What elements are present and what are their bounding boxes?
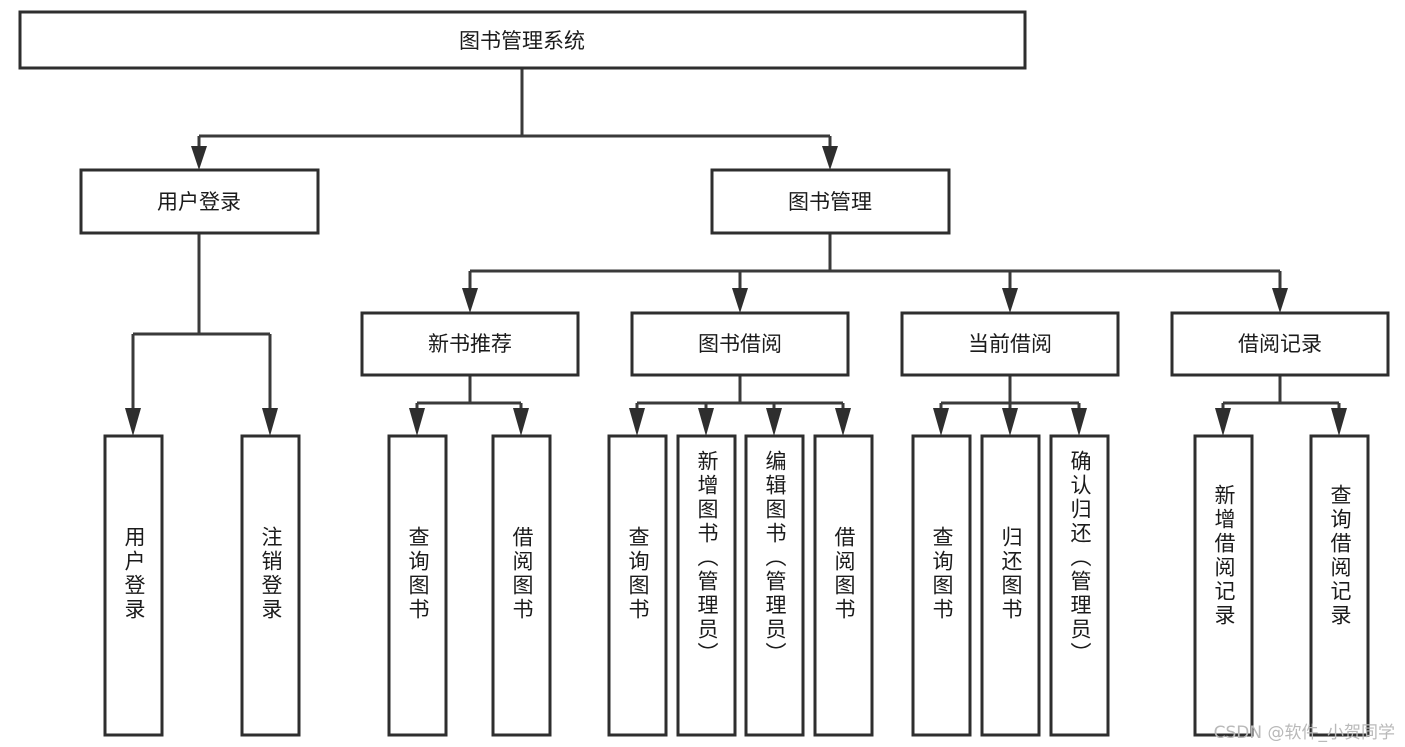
node-book-manage-label: 图书管理 xyxy=(788,190,872,214)
arrow-head-leaf-query-book-1 xyxy=(409,408,425,436)
arrow-head-leaf-user-login xyxy=(125,408,141,436)
arrow-head-current-borrow xyxy=(1002,288,1018,313)
arrow-head-leaf-query-book-3 xyxy=(933,408,949,436)
node-book-manage[interactable]: 图书管理 xyxy=(710,168,951,235)
connector-group-book-borrow xyxy=(629,375,851,436)
arrow-head-book-borrow xyxy=(732,288,748,313)
leaf-box-query-record[interactable] xyxy=(1309,434,1370,737)
arrow-head-leaf-borrow-book-2 xyxy=(835,408,851,436)
node-current-borrow-label: 当前借阅 xyxy=(968,332,1052,356)
node-user-login-label: 用户登录 xyxy=(157,190,241,214)
leaf-box-return-book[interactable] xyxy=(980,434,1041,737)
leaf-box-borrow-book-2[interactable] xyxy=(813,434,874,737)
leaf-box-query-book-2[interactable] xyxy=(607,434,668,737)
node-new-book-recommend[interactable]: 新书推荐 xyxy=(360,311,580,377)
node-user-login[interactable]: 用户登录 xyxy=(79,168,320,235)
connector-group-borrow-record xyxy=(1215,375,1347,436)
node-book-borrow[interactable]: 图书借阅 xyxy=(630,311,850,377)
leaf-box-query-book-3[interactable] xyxy=(911,434,972,737)
leaf-box-edit-book[interactable] xyxy=(744,434,805,737)
arrow-head-leaf-query-book-2 xyxy=(629,408,645,436)
leaf-box-confirm-return[interactable] xyxy=(1049,434,1110,737)
arrow-head-leaf-add-book xyxy=(698,408,714,436)
arrow-head-leaf-edit-book xyxy=(766,408,782,436)
node-borrow-record-label: 借阅记录 xyxy=(1238,332,1322,356)
connector-group-user-login xyxy=(125,233,278,436)
connector-group-current-borrow xyxy=(933,375,1087,436)
node-borrow-record-box[interactable] xyxy=(1170,311,1390,377)
node-book-borrow-label: 图书借阅 xyxy=(698,332,782,356)
arrow-head-leaf-query-record xyxy=(1331,408,1347,436)
arrow-head-leaf-return-book xyxy=(1002,408,1018,436)
arrow-head-borrow-record xyxy=(1272,288,1288,313)
node-new-book-recommend-label: 新书推荐 xyxy=(428,332,512,356)
arrow-head-new-book-recommend xyxy=(462,288,478,313)
leaf-box-add-book[interactable] xyxy=(676,434,737,737)
arrow-head-leaf-user-logout xyxy=(262,408,278,436)
node-current-borrow[interactable]: 当前借阅 xyxy=(900,311,1120,377)
node-root-label: 图书管理系统 xyxy=(459,29,585,53)
connector-group-root xyxy=(191,68,838,170)
arrow-head-bookmanage xyxy=(822,146,838,170)
node-book-manage-box[interactable] xyxy=(710,168,951,235)
arrow-head-userlogin xyxy=(191,146,207,170)
node-current-borrow-box[interactable] xyxy=(900,311,1120,377)
leaf-box-borrow-book-1[interactable] xyxy=(491,434,552,737)
node-new-book-recommend-box[interactable] xyxy=(360,311,580,377)
leaf-box-user-login[interactable] xyxy=(103,434,164,737)
arrow-head-leaf-confirm-return xyxy=(1071,408,1087,436)
connector-group-book-manage xyxy=(462,233,1288,313)
node-root-box[interactable] xyxy=(18,10,1027,70)
leaf-box-add-record[interactable] xyxy=(1193,434,1254,737)
node-user-login-box[interactable] xyxy=(79,168,320,235)
connector-group-new-book-recommend xyxy=(409,375,529,436)
node-root[interactable]: 图书管理系统 xyxy=(18,10,1027,70)
node-borrow-record[interactable]: 借阅记录 xyxy=(1170,311,1390,377)
arrow-head-leaf-add-record xyxy=(1215,408,1231,436)
node-book-borrow-box[interactable] xyxy=(630,311,850,377)
arrow-head-leaf-borrow-book-1 xyxy=(513,408,529,436)
leaf-box-user-logout[interactable] xyxy=(240,434,301,737)
leaf-box-query-book-1[interactable] xyxy=(387,434,448,737)
